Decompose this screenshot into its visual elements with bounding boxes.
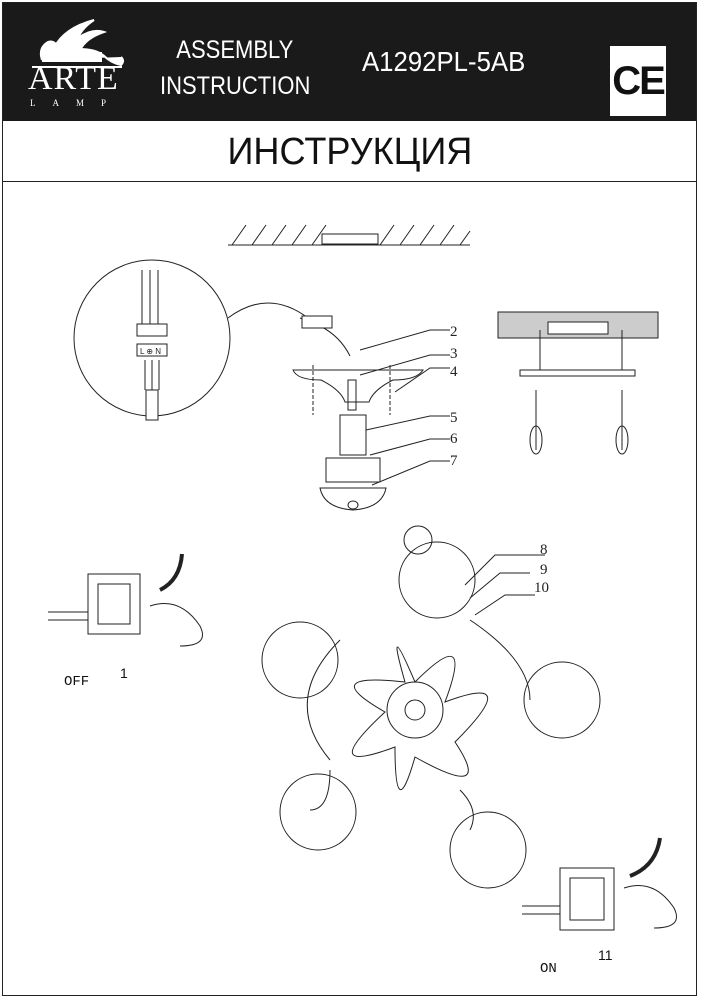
wall-switch-on-icon <box>522 837 677 931</box>
ce-mark: CE <box>610 46 666 116</box>
model-number: A1292PL-5AB <box>362 46 526 77</box>
wiring-detail-circle <box>73 259 309 421</box>
step-11-number: 11 <box>598 947 613 963</box>
brand-name: ARTE <box>28 60 119 97</box>
canopy-assembly <box>292 315 450 511</box>
part-label-3: 3 <box>450 346 458 362</box>
page-title-text: ИНСТРУКЦИЯ <box>227 131 472 173</box>
part-label-5: 5 <box>450 410 458 426</box>
part-label-6: 6 <box>450 431 458 447</box>
page-title: ИНСТРУКЦИЯ <box>2 121 697 182</box>
brand-subtitle: LAMP <box>30 98 124 108</box>
header-bar: ARTE LAMP ASSEMBLY INSTRUCTION A1292PL-5… <box>2 2 697 121</box>
part-label-10: 10 <box>534 580 549 596</box>
ceiling-hatch <box>228 224 471 246</box>
switch-on-label: ON <box>540 961 557 977</box>
part-label-7: 7 <box>450 453 458 469</box>
part-label-8: 8 <box>540 542 548 558</box>
winged-lion-logo-icon <box>32 19 124 68</box>
doc-type-line2: INSTRUCTION <box>160 72 311 100</box>
step-1-number: 1 <box>120 665 128 681</box>
part-label-2: 2 <box>450 324 458 340</box>
chandelier-illustration <box>261 525 601 889</box>
mounting-bracket-detail <box>497 311 659 455</box>
part-label-9: 9 <box>540 562 548 578</box>
part-label-4: 4 <box>450 364 458 380</box>
wall-switch-off-icon <box>48 553 203 647</box>
connector-terminal-label: L ⊕ N <box>140 347 161 356</box>
doc-type-line1: ASSEMBLY <box>176 36 294 64</box>
switch-off-label: OFF <box>64 674 89 690</box>
doc-type: ASSEMBLY INSTRUCTION <box>160 32 310 104</box>
